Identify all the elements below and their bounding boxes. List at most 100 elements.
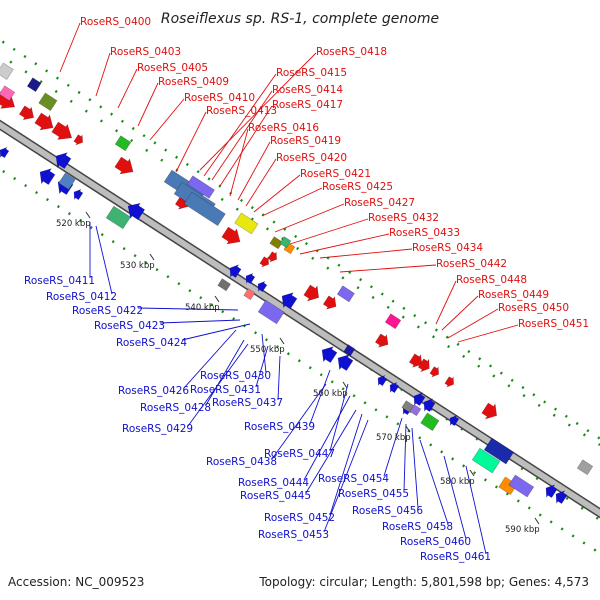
reverse-label-leader <box>403 423 407 492</box>
forward-label-leader <box>175 111 207 173</box>
reverse-gene-arrow <box>545 484 558 499</box>
forward-label-leader <box>149 98 185 141</box>
reverse-gene-label: RoseRS_0453 <box>258 529 329 541</box>
reverse-label-leader <box>277 355 281 401</box>
forward-gene-label: RoseRS_0410 <box>184 92 255 104</box>
forward-gene-label: RoseRS_0433 <box>389 227 460 239</box>
gene-block <box>576 459 594 476</box>
gc-dotted-guide <box>0 38 600 441</box>
reverse-label-leader <box>383 417 403 477</box>
reverse-label-leader <box>443 455 467 540</box>
reverse-gene-arrow <box>257 280 268 293</box>
forward-gene-arrow <box>322 295 337 310</box>
gene-block <box>483 437 515 465</box>
forward-label-leader <box>435 280 457 325</box>
gene-block <box>279 236 292 249</box>
gene-block <box>186 175 215 199</box>
forward-label-leader <box>289 218 369 245</box>
forward-gene-label: RoseRS_0420 <box>276 152 347 164</box>
gene-block <box>343 344 356 357</box>
forward-gene-arrow <box>73 134 83 146</box>
reverse-label-leader <box>95 225 113 295</box>
forward-gene-arrow <box>417 358 430 373</box>
reverse-gene-label: RoseRS_0438 <box>206 456 277 468</box>
forward-gene-arrow <box>267 251 277 263</box>
tick-mark <box>85 211 91 219</box>
map-title: Roseiflexus sp. RS-1, complete genome <box>161 11 439 27</box>
forward-gene-label: RoseRS_0421 <box>300 168 371 180</box>
reverse-gene-arrow <box>281 292 298 310</box>
reverse-gene-label: RoseRS_0452 <box>264 512 335 524</box>
forward-gene-label: RoseRS_0400 <box>80 16 151 28</box>
reverse-gene-label: RoseRS_0411 <box>24 275 95 287</box>
reverse-gene-label: RoseRS_0455 <box>338 488 409 500</box>
forward-gene-arrow <box>303 284 320 302</box>
gene-block <box>26 77 42 93</box>
accession-text: Accession: NC_009523 <box>8 575 144 589</box>
forward-label-leader <box>457 324 519 343</box>
genome-backbone <box>0 121 600 517</box>
tick-label: 550 kbp <box>250 345 285 355</box>
topology-summary: Topology: circular; Length: 5,801,598 bp… <box>258 575 589 589</box>
gc-dotted-guide <box>0 167 600 555</box>
tick-label: 560 kbp <box>313 389 348 399</box>
reverse-gene-label: RoseRS_0422 <box>72 305 143 317</box>
gene-block <box>105 205 132 230</box>
gene-block <box>471 447 501 474</box>
reverse-label-leader <box>187 343 249 427</box>
reverse-gene-label: RoseRS_0424 <box>116 337 187 349</box>
tick-mark <box>279 337 285 345</box>
forward-label-leader <box>137 82 159 127</box>
gene-block <box>409 404 422 417</box>
reverse-label-leader <box>183 329 237 389</box>
reverse-gene-label: RoseRS_0431 <box>190 384 261 396</box>
forward-gene-label: RoseRS_0403 <box>110 46 181 58</box>
forward-gene-label: RoseRS_0419 <box>270 135 341 147</box>
gene-block <box>217 278 231 292</box>
reverse-label-leader <box>261 333 267 374</box>
reverse-label-leader <box>323 419 369 533</box>
forward-label-leader <box>253 174 301 213</box>
gene-block <box>508 474 535 498</box>
forward-gene-label: RoseRS_0405 <box>137 62 208 74</box>
gc-dots-layer <box>0 38 600 555</box>
forward-label-leader <box>59 22 81 73</box>
gene-block <box>38 92 58 112</box>
reverse-gene-arrow <box>377 374 388 387</box>
reverse-gene-label: RoseRS_0437 <box>212 397 283 409</box>
reverse-gene-arrow <box>321 346 338 364</box>
reverse-gene-arrow <box>245 272 256 285</box>
forward-gene-label: RoseRS_0414 <box>272 84 343 96</box>
reverse-gene-arrow <box>0 146 10 159</box>
gene-block <box>336 285 355 303</box>
forward-label-leader <box>447 308 499 339</box>
forward-label-leader <box>219 105 273 187</box>
tick-label: 520 kbp <box>56 219 91 229</box>
reverse-gene-arrow <box>555 490 568 505</box>
reverse-gene-arrow <box>449 414 460 427</box>
tick-label: 590 kbp <box>505 525 540 535</box>
reverse-gene-arrow <box>39 168 56 186</box>
forward-gene-label: RoseRS_0425 <box>322 181 393 193</box>
reverse-gene-label: RoseRS_0429 <box>122 423 193 435</box>
forward-gene-arrow <box>221 226 241 245</box>
reverse-gene-arrow <box>55 152 72 170</box>
forward-label-leader <box>229 128 249 197</box>
forward-gene-label: RoseRS_0442 <box>436 258 507 270</box>
forward-label-leader <box>95 52 111 97</box>
reverse-label-leader <box>305 409 357 494</box>
forward-gene-arrow <box>259 256 269 268</box>
reverse-gene-label: RoseRS_0461 <box>420 551 491 563</box>
forward-gene-arrow <box>34 112 54 131</box>
gene-block <box>58 172 76 190</box>
forward-gene-arrow <box>408 353 423 368</box>
reverse-gene-arrow <box>73 188 84 201</box>
tick-label: 570 kbp <box>376 433 411 443</box>
reverse-label-leader <box>465 465 487 555</box>
gene-block <box>257 299 285 325</box>
forward-gene-arrow <box>444 376 454 388</box>
gene-block <box>243 288 256 301</box>
forward-gene-label: RoseRS_0415 <box>276 67 347 79</box>
